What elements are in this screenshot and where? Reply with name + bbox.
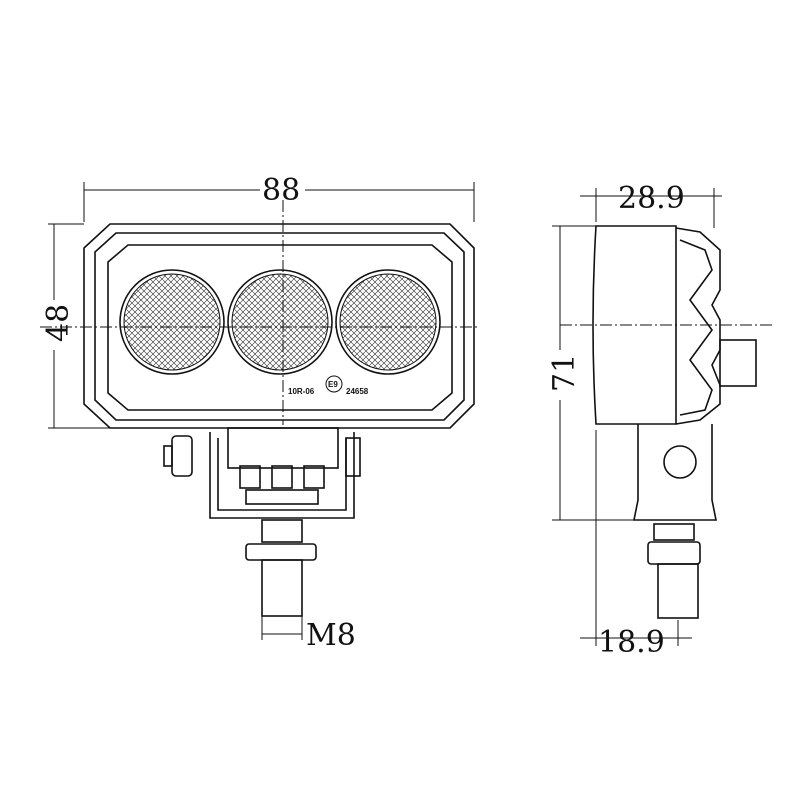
dimension-depth: 28.9 bbox=[618, 181, 685, 216]
dimension-bolt: M8 bbox=[306, 618, 356, 653]
dimension-mount-offset: 18.9 bbox=[598, 625, 665, 660]
dimension-height: 48 bbox=[41, 304, 76, 342]
emark-text: E9 bbox=[328, 380, 338, 389]
front-view: 10R-06 E9 24658 88 48 M8 bbox=[40, 173, 480, 653]
led-reflectors bbox=[119, 269, 441, 375]
emark-circle bbox=[325, 375, 343, 393]
mount-bracket bbox=[163, 427, 361, 519]
dimension-width: 88 bbox=[262, 173, 300, 208]
regulation-text: 10R-06 bbox=[288, 387, 315, 396]
lens-frame bbox=[107, 244, 453, 411]
approval-number: 24658 bbox=[346, 387, 369, 396]
bolt bbox=[245, 519, 317, 617]
housing-inner bbox=[94, 232, 465, 421]
dimension-total-height: 71 bbox=[547, 354, 582, 392]
side-view: 28.9 71 18.9 bbox=[547, 181, 772, 660]
housing-outer bbox=[83, 223, 475, 429]
